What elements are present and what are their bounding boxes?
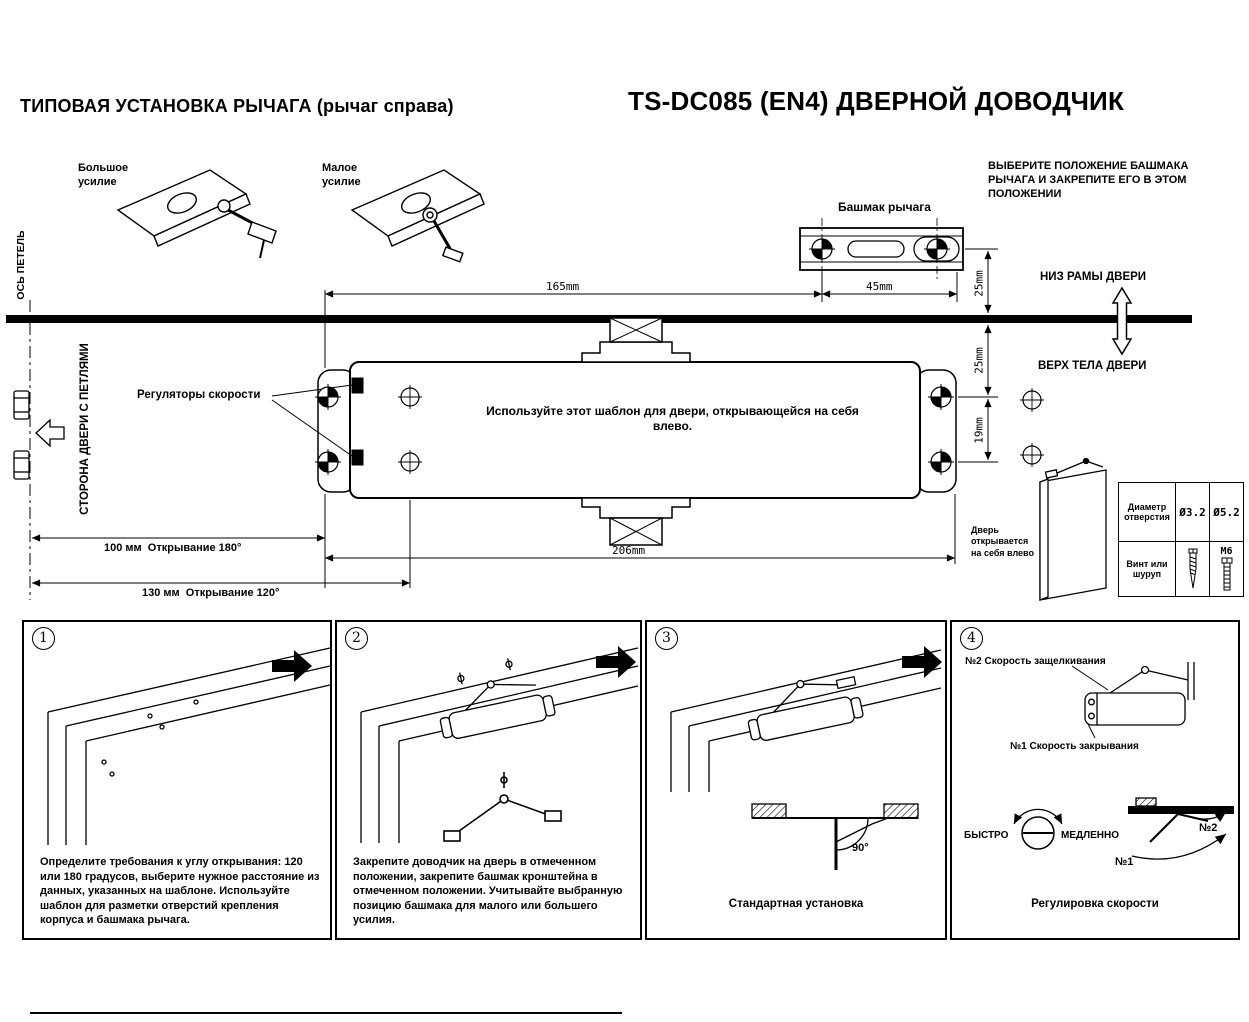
dim-165mm: 165mm: [546, 280, 580, 293]
arm-small-force-drawing: [350, 169, 485, 263]
step4-closer-drawing: [1071, 662, 1195, 739]
arm-large-force-drawing: [116, 169, 277, 259]
step-3-number: 3: [655, 627, 678, 650]
frame-bottom-label: НИЗ РАМЫ ДВЕРИ: [1040, 271, 1147, 283]
door-opens-drawing: [1039, 457, 1107, 601]
arm-shoe-label: Башмак рычага: [838, 200, 931, 214]
hinge-side-label: СТОРОНА ДВЕРИ С ПЕТЛЯМИ: [79, 343, 91, 515]
template-note: Используйте этот шаблон для двери, откры…: [486, 404, 859, 433]
screw-size-label: M6: [1220, 545, 1233, 557]
step-4-caption: Регулировка скорости: [1031, 898, 1159, 910]
dimension-lines: [31, 248, 998, 588]
step2-closer-drawing: [439, 658, 556, 739]
left-arrow-icon: [35, 418, 65, 448]
step-3-caption: Стандартная установка: [728, 898, 864, 910]
dim-25mm-mid: 25mm: [972, 347, 986, 374]
crosshair-hole-icon: [1019, 387, 1045, 413]
angle-90-label: 90°: [852, 842, 869, 854]
wood-screw-icon: [1188, 548, 1197, 589]
fast-label: БЫСТРО: [964, 830, 1009, 841]
speed-regulators-label: Регуляторы скорости: [137, 389, 261, 401]
slow-label: МЕДЛЕННО: [1061, 830, 1120, 841]
large-force-label: Большое усилие: [78, 162, 129, 188]
step4-speed-arcs-drawing: [1128, 797, 1234, 860]
step-1-number: 1: [32, 627, 55, 650]
step-panel-1: 1 Определите требования к углу открывани…: [22, 620, 332, 940]
machine-screw-icon: [1221, 557, 1232, 590]
small-force-label: Малое усилие: [322, 162, 361, 188]
screw-type-label: Винт или шуруп: [1119, 541, 1175, 596]
dim-45mm: 45mm: [866, 280, 893, 293]
machine-screw-cell: M6: [1209, 541, 1243, 596]
arc-label-2: №2: [1199, 822, 1218, 834]
dim-206mm: 206mm: [612, 544, 646, 557]
step3-topview-drawing: [751, 803, 919, 870]
door-frame-line: [6, 315, 1192, 323]
page-title-left: ТИПОВАЯ УСТАНОВКА РЫЧАГА (рычаг справа): [20, 96, 454, 116]
latch-speed-label: №2 Скорость защелкивания: [965, 656, 1106, 667]
step-4-number: 4: [960, 627, 983, 650]
hole-diameter-value-2: Ø5.2: [1209, 483, 1243, 541]
dim-opening-180: 100 мм Открывание 180°: [104, 542, 242, 554]
wood-screw-cell: [1175, 541, 1209, 596]
step-panel-2: 2 Закрепите доводчик на дверь в отмеченн…: [335, 620, 642, 940]
step-panel-4: 4 №2 Скорость защелкивания №1 Скорость з…: [950, 620, 1240, 940]
hinge-symbols-drawing: [13, 390, 65, 480]
step-2-number: 2: [345, 627, 368, 650]
crosshair-hole-icon: [1019, 442, 1045, 468]
dim-opening-120: 130 мм Открывание 120°: [142, 587, 280, 599]
door-opens-note: Дверь открывается на себя влево: [971, 525, 1034, 558]
step3-closer-drawing: [747, 675, 864, 741]
closing-speed-label: №1 Скорость закрывания: [1010, 741, 1139, 752]
step-panel-3: 3 90° Стандартная установка: [645, 620, 947, 940]
step-2-instructions: Закрепите доводчик на дверь в отмеченном…: [353, 856, 623, 927]
hole-diameter-value-1: Ø3.2: [1175, 483, 1209, 541]
hinge-axis-label: ОСЬ ПЕТЕЛЬ: [15, 230, 27, 300]
dim-25mm-top: 25mm: [972, 270, 986, 297]
spec-table: Диаметр отверстия Ø3.2 Ø5.2 Винт или шур…: [1118, 482, 1244, 597]
arc-label-1: №1: [1115, 856, 1134, 868]
up-down-arrow-icon: [1111, 286, 1133, 356]
door-body-top-label: ВЕРХ ТЕЛА ДВЕРИ: [1038, 360, 1147, 372]
step2-arm-drawing: [443, 772, 562, 842]
step-1-instructions: Определите требования к углу открывания:…: [40, 856, 320, 927]
choose-position-note: ВЫБЕРИТЕ ПОЛОЖЕНИЕ БАШМАКА РЫЧАГА И ЗАКР…: [988, 160, 1189, 200]
step1-frame-drawing: [47, 647, 331, 845]
step4-adjuster-drawing: [1013, 808, 1063, 850]
dim-19mm: 19mm: [972, 417, 986, 444]
hole-diameter-label: Диаметр отверстия: [1124, 501, 1170, 522]
page-title-right: TS-DC085 (EN4) ДВЕРНОЙ ДОВОДЧИК: [628, 86, 1125, 116]
